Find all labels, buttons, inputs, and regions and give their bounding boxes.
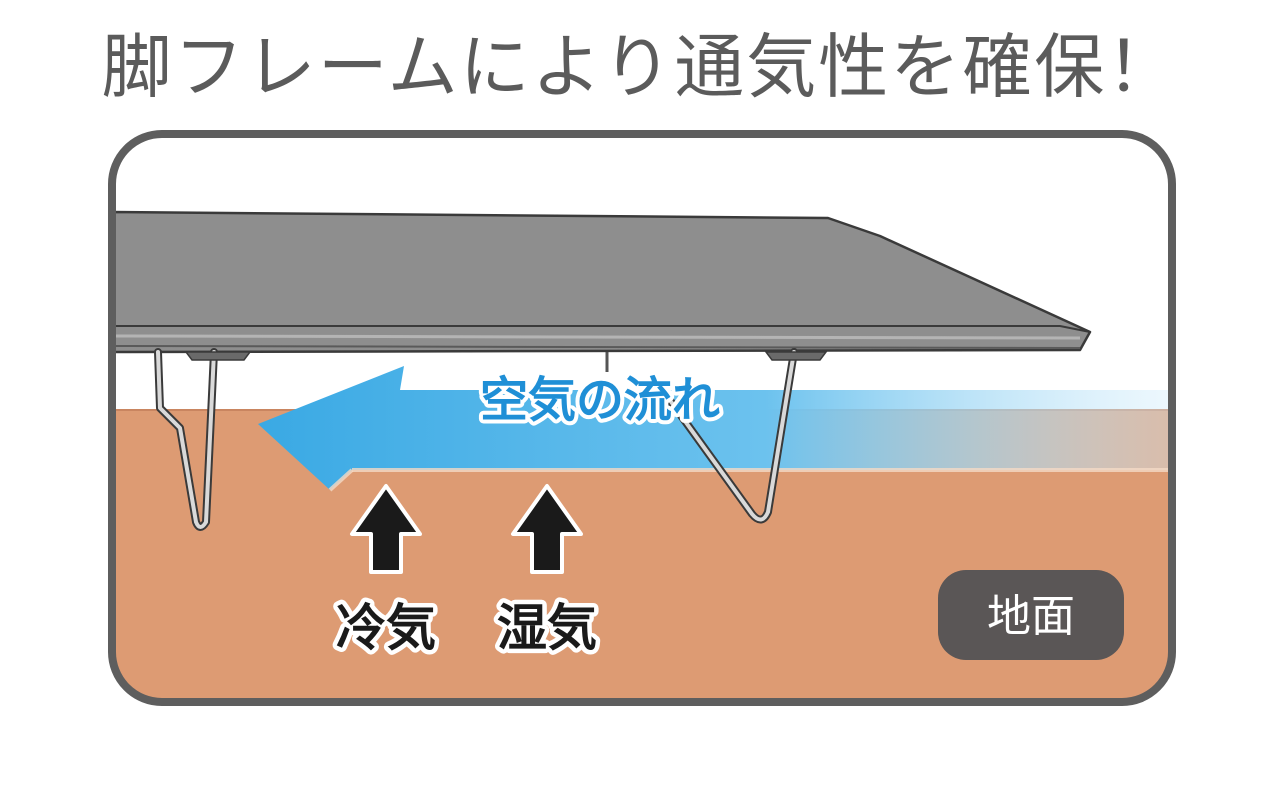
humidity-up-arrow-icon: [511, 484, 583, 574]
airflow-label: 空気の流れ: [480, 372, 720, 428]
ground-label: 地面: [987, 591, 1075, 642]
right-leg-frame: [660, 348, 828, 524]
humidity-label: 湿気: [497, 599, 597, 657]
cold-air-label: 冷気: [336, 599, 436, 657]
cold-air-up-arrow-icon: [350, 484, 422, 574]
airflow-arrow: [258, 366, 1172, 492]
diagram-frame: [108, 130, 1176, 706]
ground-badge: 地面: [938, 570, 1124, 660]
page-title: 脚フレームにより通気性を確保！: [101, 26, 1179, 108]
cot-fabric: [112, 210, 1092, 354]
left-leg-frame: [154, 348, 252, 531]
